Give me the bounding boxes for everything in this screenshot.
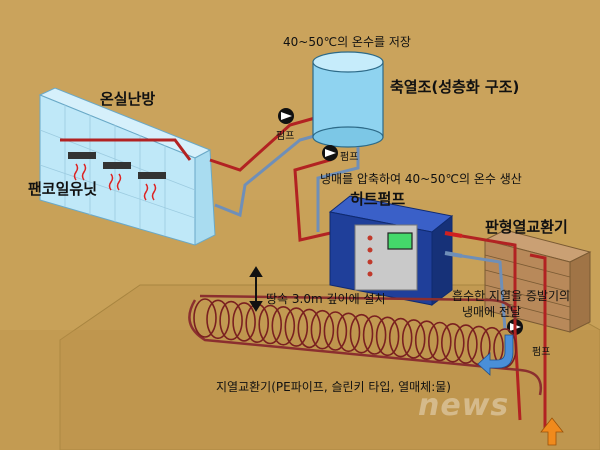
- heat-pump-label: 히트펌프: [350, 190, 406, 208]
- coil-loop: [193, 298, 217, 338]
- orange-flow-arrow: [540, 417, 564, 446]
- pump-label: 펌프: [276, 131, 295, 142]
- coil-loop: [284, 307, 309, 347]
- evaporation-description-line2: 냉매에 전달: [462, 305, 522, 319]
- depth-note-label: 땅속 3.0m 깊이에 설치: [266, 292, 386, 306]
- coil-loop: [336, 312, 361, 353]
- heat-pump-description: 냉매를 압축하여 40~50℃의 온수 생산: [320, 172, 522, 186]
- pump-label: 펌프: [340, 152, 359, 163]
- coil-loop: [310, 309, 335, 350]
- coil-loop: [258, 304, 283, 345]
- coil-loop: [297, 308, 322, 349]
- ground-heat-exchanger-label: 지열교환기(PE파이프, 슬린키 타입, 열매체:물): [216, 380, 451, 394]
- fan-coil-units: [68, 152, 166, 201]
- greenhouse-heating-label: 온실난방: [100, 90, 156, 108]
- heat-pump-unit: [328, 195, 454, 306]
- coil-loop: [232, 302, 256, 342]
- blue-flow-arrow: [477, 334, 514, 376]
- coil-loop: [375, 316, 400, 357]
- coil-loop: [219, 300, 243, 341]
- pump-icon: [322, 145, 338, 161]
- pipes-heatpump-exchanger: [444, 231, 463, 258]
- plate-heat-exchanger-label: 판형열교환기: [485, 218, 568, 236]
- greenhouse: [38, 87, 216, 246]
- evaporation-description-line1: 흡수한 지열을 증발기의: [452, 289, 571, 303]
- ground-front: [0, 330, 600, 450]
- coil-loop: [349, 313, 374, 354]
- pump-label: 펌프: [532, 347, 551, 358]
- coil-loop: [427, 321, 452, 362]
- coil-loop: [401, 319, 426, 359]
- coil-loop: [440, 322, 465, 363]
- pump-icon: [278, 108, 294, 124]
- hot-water-storage-label: 40~50℃의 온수를 저장: [283, 35, 411, 49]
- depth-arrow: [249, 266, 263, 312]
- plate-heat-exchanger: [461, 229, 592, 430]
- coil-loop: [362, 315, 387, 355]
- heat-storage-tank: [312, 51, 384, 148]
- coil-loop: [388, 317, 413, 358]
- fan-coil-unit-label: 팬코일유닛: [28, 180, 98, 198]
- news-watermark: news: [418, 388, 510, 423]
- coil-loop: [323, 311, 348, 351]
- coil-loop: [271, 305, 296, 346]
- coil-loop: [414, 320, 439, 361]
- heat-storage-tank-label: 축열조(성층화 구조): [390, 78, 520, 96]
- coil-loop: [454, 324, 478, 364]
- pipes-greenhouse-tank: [209, 116, 319, 218]
- coil-loop: [206, 299, 230, 340]
- ground-heat-exchanger-coil: [188, 294, 543, 396]
